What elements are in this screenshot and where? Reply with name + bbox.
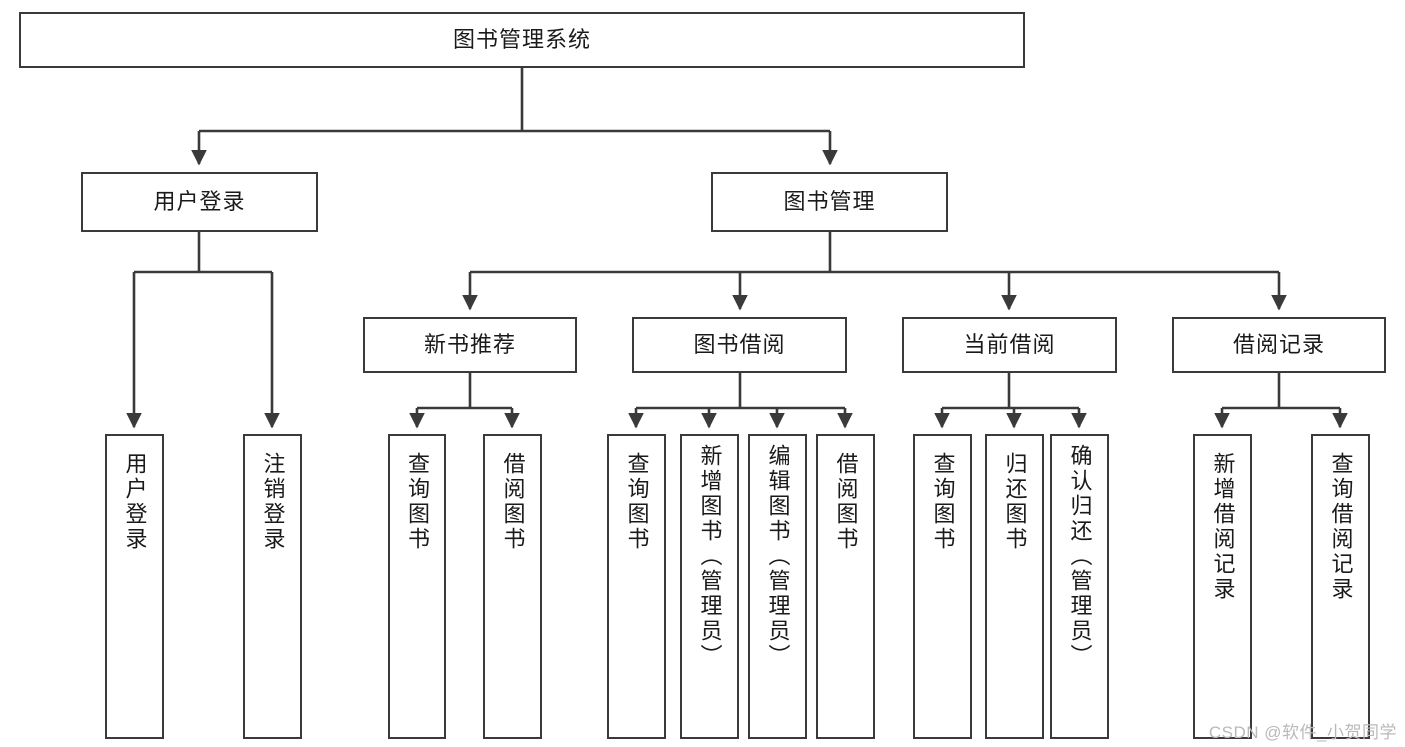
node-user-login-label: 用户登录 <box>153 188 246 214</box>
node-book-manage-label: 图书管理 <box>783 188 876 214</box>
node-leaf-borrow-book-1[interactable]: 借阅图书 <box>483 434 542 739</box>
node-book-borrow[interactable]: 图书借阅 <box>632 317 847 373</box>
node-book-borrow-label: 图书借阅 <box>693 331 786 357</box>
node-leaf-borrow-book-1-label: 借阅图书 <box>500 452 526 552</box>
node-leaf-borrow-book-2-label: 借阅图书 <box>833 452 859 552</box>
node-leaf-edit-book-label: 编辑图书（管理员） <box>765 444 791 669</box>
node-borrow-record[interactable]: 借阅记录 <box>1172 317 1386 373</box>
node-leaf-query-book-1-label: 查询图书 <box>404 452 430 552</box>
node-leaf-user-login[interactable]: 用户登录 <box>105 434 164 739</box>
node-borrow-record-label: 借阅记录 <box>1232 331 1325 357</box>
node-new-book-recommend-label: 新书推荐 <box>423 331 516 357</box>
node-leaf-query-borrow-record[interactable]: 查询借阅记录 <box>1311 434 1370 739</box>
node-current-borrow-label: 当前借阅 <box>963 331 1056 357</box>
node-leaf-confirm-return-label: 确认归还（管理员） <box>1067 444 1093 669</box>
node-leaf-user-logout[interactable]: 注销登录 <box>243 434 302 739</box>
node-leaf-edit-book[interactable]: 编辑图书（管理员） <box>748 434 807 739</box>
node-leaf-user-login-label: 用户登录 <box>122 452 148 552</box>
node-leaf-borrow-book-2[interactable]: 借阅图书 <box>816 434 875 739</box>
node-leaf-return-book-label: 归还图书 <box>1002 452 1028 552</box>
node-leaf-add-borrow-record[interactable]: 新增借阅记录 <box>1193 434 1252 739</box>
node-leaf-return-book[interactable]: 归还图书 <box>985 434 1044 739</box>
csdn-watermark: CSDN @软件_小贺同学 <box>1208 723 1397 742</box>
node-leaf-add-book-label: 新增图书（管理员） <box>697 444 723 669</box>
node-leaf-add-borrow-record-label: 新增借阅记录 <box>1210 452 1236 602</box>
node-leaf-query-book-1[interactable]: 查询图书 <box>388 434 446 739</box>
node-leaf-query-borrow-record-label: 查询借阅记录 <box>1328 452 1354 602</box>
node-root[interactable]: 图书管理系统 <box>19 12 1025 68</box>
node-new-book-recommend[interactable]: 新书推荐 <box>363 317 577 373</box>
node-current-borrow[interactable]: 当前借阅 <box>902 317 1117 373</box>
node-user-login[interactable]: 用户登录 <box>81 172 318 232</box>
node-book-manage[interactable]: 图书管理 <box>711 172 948 232</box>
node-leaf-query-book-3[interactable]: 查询图书 <box>913 434 972 739</box>
node-leaf-add-book[interactable]: 新增图书（管理员） <box>680 434 739 739</box>
node-leaf-query-book-2-label: 查询图书 <box>624 452 650 552</box>
node-leaf-query-book-3-label: 查询图书 <box>930 452 956 552</box>
node-leaf-query-book-2[interactable]: 查询图书 <box>607 434 666 739</box>
node-leaf-user-logout-label: 注销登录 <box>260 452 286 552</box>
node-root-label: 图书管理系统 <box>452 26 591 52</box>
node-leaf-confirm-return[interactable]: 确认归还（管理员） <box>1050 434 1109 739</box>
